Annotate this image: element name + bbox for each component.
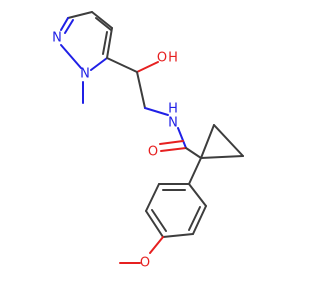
bond-c-oh: [136, 61, 159, 73]
bond-pyrazole-c4-c3-double: [95, 17, 112, 31]
atom-label-pyrazole-n1: N: [80, 67, 90, 82]
bond-pyrazole-c-c3-inner: [102, 31, 108, 55]
bond-pyrazole-c4-c5: [67, 11, 93, 19]
bond-ring-chohc: [106, 57, 138, 73]
bond-ar-5: [145, 183, 160, 212]
atom-label-amide-h: H: [168, 102, 178, 117]
bond-carbonyl-quat: [185, 147, 202, 159]
atom-label-amide-n: N: [168, 116, 178, 131]
bond-ar-4: [145, 210, 164, 238]
bond-ar-2: [192, 205, 207, 235]
bond-cp-3: [200, 155, 244, 159]
atom-label-carbonyl-o: O: [148, 145, 158, 160]
bond-ch2-n: [144, 107, 169, 116]
bond-ar-o: [149, 236, 164, 254]
bond-ar-3: [162, 233, 194, 238]
bond-ar-4-inner: [151, 209, 167, 232]
bond-pyrazole-c5-n-double: [64, 19, 74, 34]
bond-cp-2: [213, 124, 244, 157]
bond-pyrazole-c-c3: [106, 27, 113, 59]
molecule-structure: N N O H N H O O: [52, 11, 244, 271]
bond-ar-1: [188, 183, 207, 207]
bond-quat-phenyl: [188, 157, 202, 185]
bond-n-carbonyl: [177, 127, 187, 149]
atom-label-hydroxyl-o: O: [157, 51, 167, 66]
bond-pyrazole-n-c: [90, 57, 108, 71]
bond-cp-1: [200, 124, 215, 159]
bond-ar-2-inner: [188, 206, 201, 231]
atom-label-pyrazole-n2: N: [52, 31, 62, 46]
atom-label-hydroxyl-h: H: [168, 51, 178, 66]
bond-pyrazole-c4-c3: [91, 11, 113, 29]
bond-choh-ch2: [136, 71, 146, 109]
bond-c-o: [160, 147, 187, 152]
bond-pyrazole-c5-n: [60, 17, 69, 31]
bonds: [60, 11, 244, 264]
bond-c-o-double: [159, 140, 184, 145]
atom-label-methoxy-o: O: [140, 256, 150, 271]
bond-pyrazole-n-n: [60, 44, 82, 69]
atom-labels: N N O H N H O O: [52, 31, 178, 271]
